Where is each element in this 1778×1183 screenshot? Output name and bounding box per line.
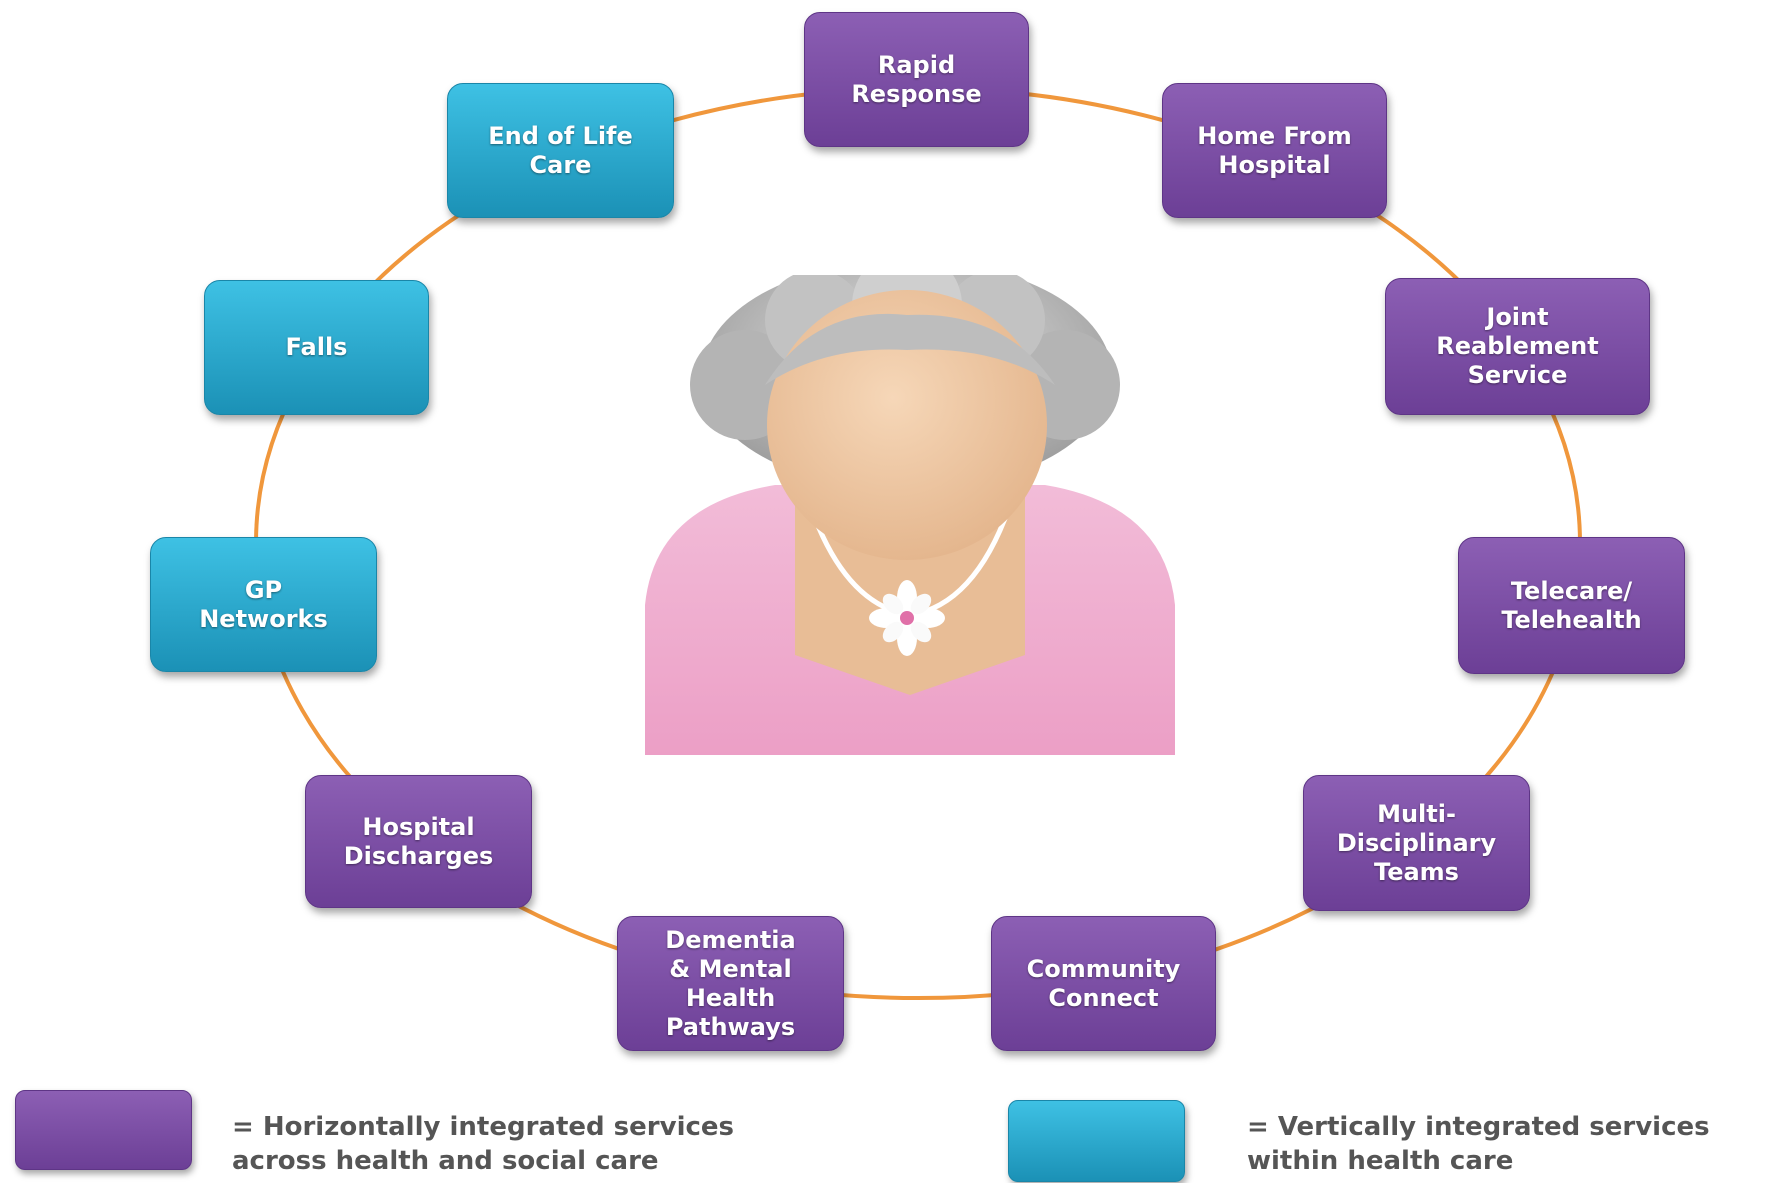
node-dementia-mental-health-pathways: Dementia & Mental Health Pathways — [617, 916, 844, 1051]
node-home-from-hospital: Home From Hospital — [1162, 83, 1387, 218]
node-hospital-discharges: Hospital Discharges — [305, 775, 532, 908]
node-falls: Falls — [204, 280, 429, 415]
elderly-woman-icon — [645, 275, 1175, 755]
legend-text-horizontal: = Horizontally integrated services acros… — [232, 1112, 734, 1176]
legend-swatch-horizontal — [15, 1090, 192, 1170]
node-rapid-response: Rapid Response — [804, 12, 1029, 147]
node-community-connect: Community Connect — [991, 916, 1216, 1051]
node-joint-reablement-service: Joint Reablement Service — [1385, 278, 1650, 415]
legend-text-vertical: = Vertically integrated services within … — [1247, 1112, 1710, 1176]
node-gp-networks: GP Networks — [150, 537, 377, 672]
node-multi-disciplinary-teams: Multi- Disciplinary Teams — [1303, 775, 1530, 911]
legend-swatch-vertical — [1008, 1100, 1185, 1182]
node-telecare-telehealth: Telecare/ Telehealth — [1458, 537, 1685, 674]
node-end-of-life-care: End of Life Care — [447, 83, 674, 218]
